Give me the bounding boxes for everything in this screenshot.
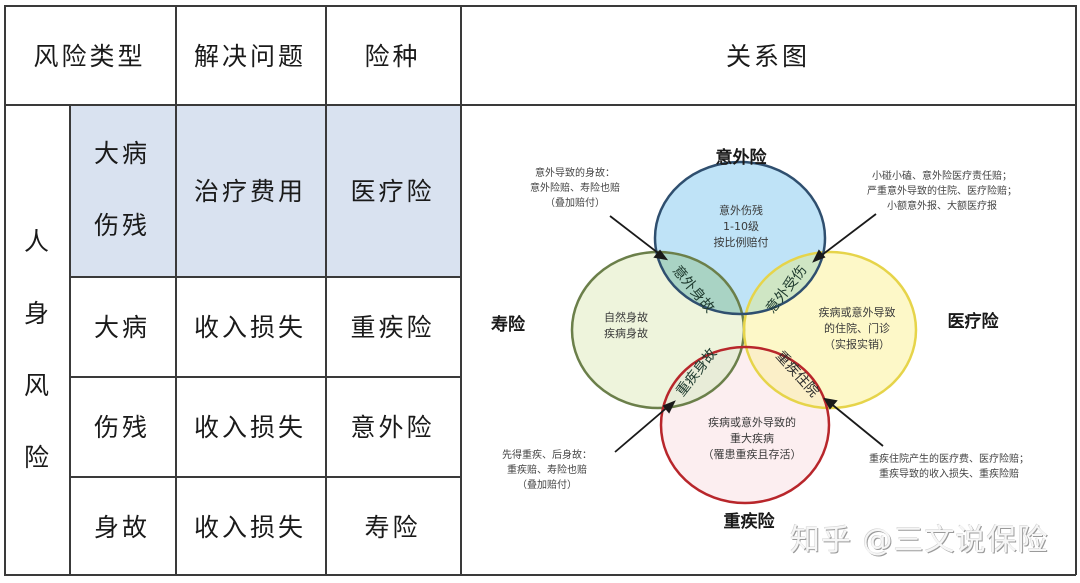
table-border	[4, 5, 6, 575]
table-row-2-insurance: 重疾险	[350, 313, 435, 342]
header-insurance-type: 险种	[364, 41, 421, 71]
watermark: 知乎 @三文说保险	[790, 523, 1049, 558]
table-row-4-problem: 收入损失	[193, 512, 306, 542]
category-char: 人	[23, 226, 49, 256]
table-row-4-insurance: 寿险	[364, 512, 421, 542]
risk-label: 大病	[93, 139, 150, 168]
table-border	[175, 5, 177, 575]
table-row-1-insurance: 医疗险	[325, 104, 460, 276]
category-char: 险	[23, 442, 49, 472]
table-border	[69, 476, 460, 478]
table-row-2-risk: 大病	[93, 313, 150, 342]
risk-label: 伤残	[93, 211, 150, 240]
table-row-1-problem: 治疗费用	[175, 104, 325, 276]
table-row-2-problem: 收入损失	[193, 313, 306, 342]
category-char: 身	[23, 298, 49, 328]
table-border	[69, 276, 460, 278]
header-relationship-diagram: 关系图	[725, 41, 810, 71]
table-row-3-problem: 收入损失	[193, 413, 306, 442]
table-row-1-risk: 大病 伤残	[69, 104, 175, 276]
table-row-4-risk: 身故	[93, 512, 150, 542]
table-border	[325, 5, 327, 575]
insurance-comparison-table: 风险类型 解决问题 险种 关系图 人 身 风 险 大病 伤残 治疗费用 医疗险 …	[4, 5, 1077, 576]
table-border	[460, 5, 462, 575]
table-border	[4, 5, 1076, 7]
category-char: 风	[23, 370, 49, 400]
table-row-3-risk: 伤残	[93, 413, 150, 442]
table-border	[4, 104, 1076, 106]
table-border	[69, 104, 71, 575]
table-border	[1075, 5, 1077, 575]
table-border	[69, 376, 460, 378]
header-risk-type: 风险类型	[33, 41, 146, 71]
category-personal-risk: 人 身 风 险	[4, 104, 69, 575]
table-row-3-insurance: 意外险	[350, 413, 435, 442]
header-problem: 解决问题	[193, 41, 306, 71]
table-border	[4, 574, 1076, 576]
